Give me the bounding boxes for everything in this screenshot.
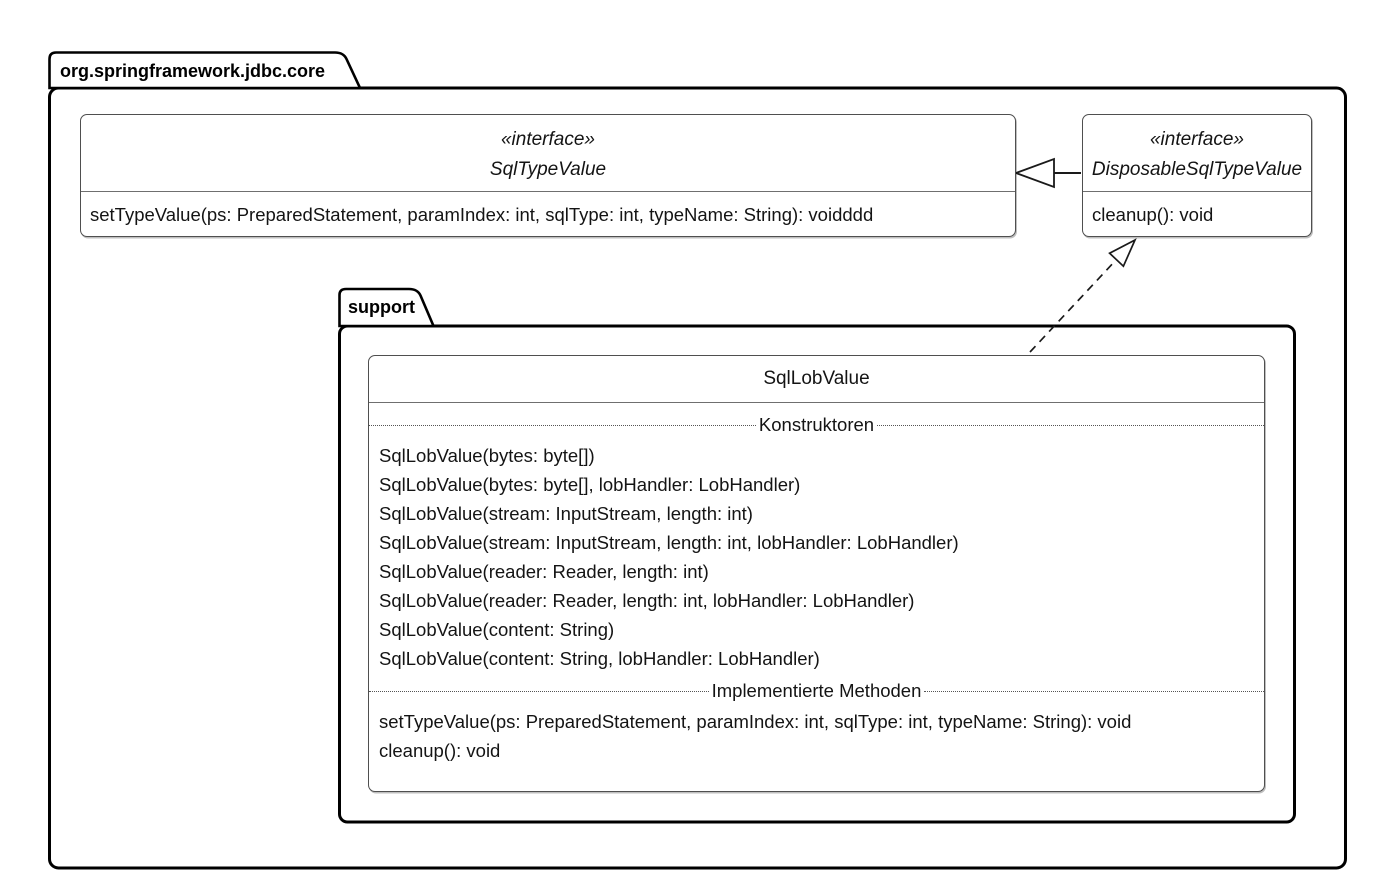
method-compartment: cleanup(): void: [1083, 192, 1311, 236]
section-header-implemented-methods: Implementierte Methoden: [369, 677, 1264, 705]
method-item: cleanup(): void: [379, 740, 501, 761]
interface-box-disposablesqltypevalue: «interface» DisposableSqlTypeValue clean…: [1082, 114, 1312, 237]
support-package-tab: [338, 287, 436, 328]
constructor-item: SqlLobValue(stream: InputStream, length:…: [379, 532, 959, 553]
section-header-constructors: Konstruktoren: [369, 411, 1264, 439]
class-name: SqlLobValue: [369, 356, 1264, 403]
interface-box-sqltypevalue: «interface» SqlTypeValue setTypeValue(ps…: [80, 114, 1016, 237]
constructor-item: SqlLobValue(content: String): [379, 619, 615, 640]
interface-header: «interface» DisposableSqlTypeValue: [1083, 115, 1311, 192]
constructor-compartment: SqlLobValue(bytes: byte[]) SqlLobValue(b…: [369, 439, 1264, 673]
interface-name: SqlTypeValue: [489, 159, 607, 180]
constructor-item: SqlLobValue(stream: InputStream, length:…: [379, 503, 753, 524]
method-compartment: setTypeValue(ps: PreparedStatement, para…: [81, 192, 1015, 236]
constructor-item: SqlLobValue(bytes: byte[], lobHandler: L…: [379, 474, 801, 495]
realization-arrow: [1029, 238, 1137, 353]
constructor-item: SqlLobValue(bytes: byte[]): [379, 445, 595, 466]
constructor-item: SqlLobValue(reader: Reader, length: int): [379, 561, 709, 582]
outer-package-tab: [48, 51, 363, 90]
generalization-arrow: [1013, 157, 1081, 189]
support-package-label: support: [348, 297, 415, 317]
section-label: Implementierte Methoden: [711, 680, 922, 701]
section-rule: [369, 690, 709, 692]
stereotype-label: «interface»: [1149, 129, 1244, 150]
interface-name: DisposableSqlTypeValue: [1091, 159, 1303, 180]
section-label: Konstruktoren: [758, 414, 875, 435]
section-rule: [369, 424, 756, 426]
constructor-item: SqlLobValue(reader: Reader, length: int,…: [379, 590, 915, 611]
method-item: setTypeValue(ps: PreparedStatement, para…: [379, 711, 1132, 732]
constructor-item: SqlLobValue(content: String, lobHandler:…: [379, 648, 820, 669]
stereotype-label: «interface»: [500, 129, 595, 150]
outer-package-label: org.springframework.jdbc.core: [60, 61, 326, 81]
section-rule: [877, 424, 1264, 426]
class-box-sqllobvalue: SqlLobValue Konstruktoren SqlLobValue(by…: [368, 355, 1265, 792]
method-item: setTypeValue(ps: PreparedStatement, para…: [90, 204, 874, 225]
method-item: cleanup(): void: [1092, 204, 1214, 225]
section-rule: [924, 690, 1264, 692]
method-compartment: setTypeValue(ps: PreparedStatement, para…: [369, 705, 1264, 765]
interface-header: «interface» SqlTypeValue: [81, 115, 1015, 192]
